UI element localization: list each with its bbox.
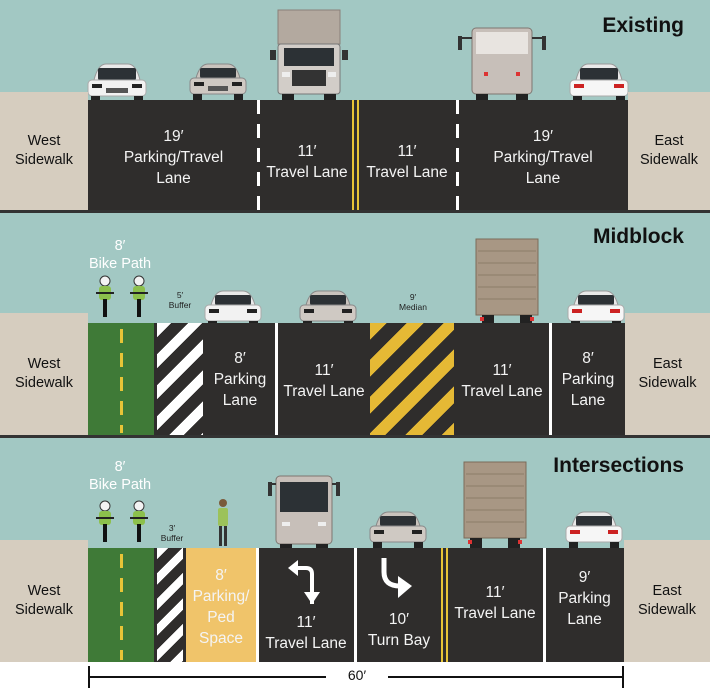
west-sidewalk: West Sidewalk (0, 540, 88, 662)
lane-line (256, 548, 259, 662)
bike-path-label: 8′ Bike Path (88, 459, 152, 494)
car-icon (569, 63, 629, 102)
right-turn-arrow-icon (381, 558, 412, 598)
west-sidewalk-label: West Sidewalk (14, 133, 74, 168)
existing-panel: Existing (0, 0, 710, 210)
buffer-hatch (157, 323, 203, 435)
midblock-panel: Midblock 8′ Bike Path 5′ Buffer 9′ Media… (0, 213, 710, 435)
east-sidewalk: East Sidewalk (628, 92, 710, 210)
center-double-yellow-line (352, 100, 359, 210)
car-icon (567, 290, 625, 327)
bike-path-center-line (120, 329, 123, 433)
cyclist-icon (96, 500, 114, 542)
car-icon (189, 63, 247, 100)
lane-line (543, 548, 546, 662)
cyclist-icon (130, 275, 148, 317)
buffer-hatch (157, 548, 183, 662)
east-sidewalk: East Sidewalk (624, 540, 710, 662)
west-sidewalk-label: West Sidewalk (14, 356, 74, 391)
car-icon (369, 511, 427, 548)
lane-label: 8′ Parking Lane (561, 350, 615, 409)
lane-line (549, 323, 552, 435)
lane-label: 11′ Travel Lane (454, 584, 536, 622)
car-icon (299, 290, 357, 327)
cyclist-icon (130, 500, 148, 542)
east-sidewalk-label: East Sidewalk (639, 133, 699, 168)
lane-label: 11′ Travel Lane (283, 362, 365, 400)
west-sidewalk: West Sidewalk (0, 92, 88, 210)
parking-ped-space (186, 548, 256, 662)
east-sidewalk-label: East Sidewalk (637, 583, 697, 618)
median-label: 9′ Median (399, 292, 427, 312)
pedestrian-icon (218, 499, 228, 546)
west-sidewalk: West Sidewalk (0, 313, 88, 435)
car-icon (87, 63, 147, 102)
panel-title-intersections: Intersections (553, 454, 684, 477)
median (370, 323, 454, 435)
buffer-label: 5′ Buffer (168, 290, 192, 310)
dimension-label: 60′ (347, 667, 367, 683)
dimension-bar-left (88, 676, 326, 678)
bus-icon (268, 475, 340, 550)
panel-divider (0, 435, 710, 438)
center-double-yellow-line (441, 548, 448, 662)
bike-path-center-line (120, 554, 123, 660)
bus-icon (458, 27, 546, 102)
dimension-bar-right (388, 676, 624, 678)
truck-rear-icon (463, 461, 527, 548)
lane-label: 11′ Travel Lane (266, 143, 348, 181)
dimension-line: 60′ (0, 662, 710, 699)
lane-line (275, 323, 278, 435)
lane-divider-dashed (456, 100, 459, 210)
west-sidewalk-label: West Sidewalk (14, 583, 74, 618)
panel-title-existing: Existing (602, 14, 684, 37)
lane-label: 11′ Travel Lane (366, 143, 448, 181)
east-sidewalk: East Sidewalk (625, 313, 710, 435)
lane-label: 8′ Parking Lane (213, 350, 267, 409)
truck-icon (270, 9, 348, 102)
lane-label: 19′ Parking/Travel Lane (493, 128, 593, 187)
car-icon (565, 511, 623, 548)
car-icon (204, 290, 262, 327)
panel-divider (0, 210, 710, 213)
lane-label: 11′ Travel Lane (461, 362, 543, 400)
lane-line (354, 548, 357, 662)
left-through-arrow-icon (288, 560, 320, 604)
cyclist-icon (96, 275, 114, 317)
lane-label: 8′ Parking/ Ped Space (192, 567, 250, 647)
lane-label: 9′ Parking Lane (558, 569, 611, 628)
lane-label: 10′ Turn Bay (367, 611, 431, 649)
bike-path-label: 8′ Bike Path (88, 238, 152, 273)
lane-label: 11′ Travel Lane (265, 614, 347, 652)
truck-rear-icon (475, 238, 539, 325)
east-sidewalk-label: East Sidewalk (638, 356, 697, 391)
lane-label: 19′ Parking/Travel Lane (123, 128, 224, 187)
panel-title-midblock: Midblock (592, 225, 684, 248)
lane-divider-dashed (257, 100, 260, 210)
buffer-label: 3′ Buffer (160, 523, 184, 543)
intersections-panel: Intersections 8′ Bike Path 3′ Buffer (0, 438, 710, 662)
